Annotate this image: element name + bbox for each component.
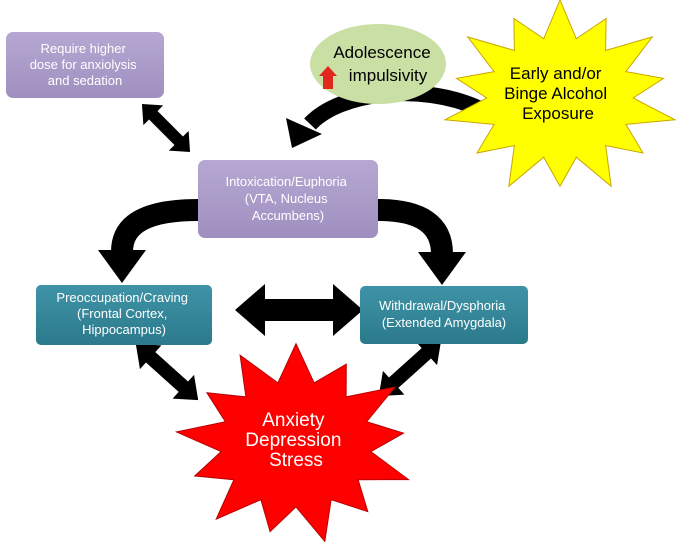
node-exposure-line-1: Early and/or xyxy=(510,64,602,83)
node-exposure: Early and/or Binge Alcohol Exposure xyxy=(443,0,677,188)
node-exposure-line-2: Binge Alcohol xyxy=(504,84,607,103)
double-arrow-preoccupation-stress xyxy=(135,343,199,401)
double-arrow-dose-intox xyxy=(141,103,191,153)
node-adolescence: Adolescence impulsivity xyxy=(310,24,446,104)
node-dose: Require higher dose for anxiolysis and s… xyxy=(6,32,164,98)
node-preocc-line-3: Hippocampus) xyxy=(82,322,166,337)
exposure-starburst xyxy=(443,0,677,188)
svg-text:Preoccupation/Craving (F: Preoccupation/Craving (Frontal Cortex, H… xyxy=(56,290,191,337)
node-exposure-line-3: Exposure xyxy=(522,104,594,123)
node-dose-line-3: and sedation xyxy=(48,73,122,88)
node-preoccupation: Preoccupation/Craving (Frontal Cortex, H… xyxy=(36,285,212,345)
arrow-intox-to-preoccupation xyxy=(111,199,199,253)
node-preocc-line-1: Preoccupation/Craving xyxy=(56,290,188,305)
node-intox-line-2: (VTA, Nucleus xyxy=(245,191,328,206)
node-intox-line-3: Accumbens) xyxy=(252,208,324,223)
arrow-exposure-to-intox-head xyxy=(286,118,322,148)
node-withdrawal: Withdrawal/Dysphoria (Extended Amygdala) xyxy=(360,286,528,344)
stress-starburst xyxy=(174,342,411,542)
svg-text:Early and/or Binge Alcoh: Early and/or Binge Alcohol Exposure xyxy=(504,64,612,123)
red-up-arrow-icon xyxy=(319,66,337,89)
svg-text:Anxiety Depression: Anxiety Depression Stress xyxy=(245,410,346,471)
arrow-intox-to-withdrawal-head xyxy=(418,252,466,285)
node-preocc-line-2: (Frontal Cortex, xyxy=(77,306,167,321)
node-withdraw-line-1: Withdrawal/Dysphoria xyxy=(379,298,506,313)
arrow-intox-to-preoccupation-head xyxy=(98,250,146,283)
svg-text:Intoxication/Euphoria (V: Intoxication/Euphoria (VTA, Nucleus Accu… xyxy=(225,174,350,223)
node-stress-line-2: Depression xyxy=(245,430,341,451)
node-adolescence-line-2: impulsivity xyxy=(349,66,428,85)
node-dose-line-1: Require higher xyxy=(41,41,127,56)
arrow-intox-to-withdrawal xyxy=(377,199,453,255)
double-arrow-preoccupation-withdrawal xyxy=(235,284,363,336)
node-stress-line-3: Stress xyxy=(269,450,323,471)
double-arrow-withdrawal-stress xyxy=(378,339,442,397)
node-stress: Anxiety Depression Stress xyxy=(174,342,411,542)
svg-text:Withdrawal/Dysphoria (Ex: Withdrawal/Dysphoria (Extended Amygdala) xyxy=(379,298,509,330)
node-adolescence-line-1: Adolescence xyxy=(333,43,430,62)
node-dose-line-2: dose for anxiolysis xyxy=(30,57,137,72)
node-withdraw-line-2: (Extended Amygdala) xyxy=(382,315,506,330)
node-intox-line-1: Intoxication/Euphoria xyxy=(225,174,347,189)
node-intoxication: Intoxication/Euphoria (VTA, Nucleus Accu… xyxy=(198,160,378,238)
node-stress-line-1: Anxiety xyxy=(262,410,325,431)
svg-text:Require higher dose for: Require higher dose for anxiolysis and s… xyxy=(30,41,141,88)
